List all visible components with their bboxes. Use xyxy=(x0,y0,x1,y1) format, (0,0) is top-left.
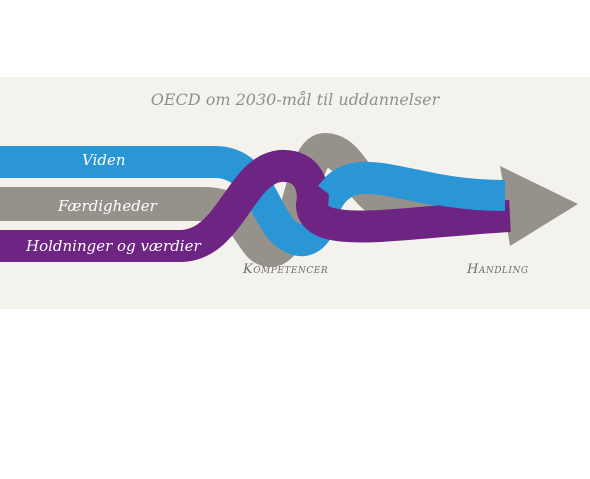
arrow-head xyxy=(490,166,578,246)
strand-faerdigheder xyxy=(0,132,511,268)
caption-handling: Handling xyxy=(467,262,529,277)
diagram-title: OECD om 2030-mål til uddannelser xyxy=(150,90,440,109)
strand-label-viden: Viden xyxy=(82,151,126,169)
strand-viden-over xyxy=(318,162,506,211)
strand-label-faerdigheder: Færdigheder xyxy=(58,197,157,215)
strand-label-holdninger: Holdninger og værdier xyxy=(26,237,201,255)
strand-holdninger xyxy=(0,150,511,262)
caption-kompetencer: Kompetencer xyxy=(243,262,329,277)
